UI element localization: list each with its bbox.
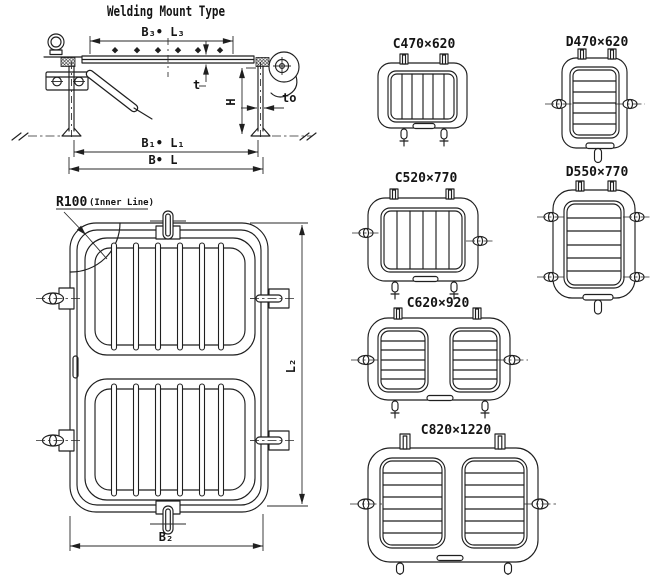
bottom-clamp <box>390 400 490 419</box>
hinge-tab <box>575 180 617 192</box>
dim-label: H <box>224 98 238 105</box>
variant-door-c470x620: C470×620 <box>377 37 468 147</box>
variant-label: D470×620 <box>566 35 629 50</box>
hinge-bottom <box>150 500 186 535</box>
dimension-b2: B₂ <box>69 514 264 551</box>
handle <box>412 275 439 283</box>
dim-label: B• L <box>149 153 178 167</box>
variant-label: C470×620 <box>393 37 456 52</box>
side-clamp <box>350 498 556 510</box>
side-clamp-left-upper <box>36 287 82 310</box>
section-view: Welding Mount Type <box>11 4 317 174</box>
section-view-title: Welding Mount Type <box>107 4 225 20</box>
bottom-clamp <box>399 128 449 147</box>
side-clamp <box>352 227 495 247</box>
variant-door-d550x770: D550×770 <box>537 165 652 315</box>
handle <box>436 554 464 562</box>
bolt-markers <box>111 47 224 54</box>
corner-radius-callout: R100 (Inner Line) <box>56 195 154 260</box>
baseline <box>11 132 317 141</box>
variant-door-c820x1220: C820×1220 <box>350 423 556 575</box>
handle <box>426 394 454 402</box>
variant-door-c620x920: C620×920 <box>351 296 528 419</box>
dim-label: B₃• L₃ <box>141 25 184 39</box>
hinge-tab <box>389 188 455 200</box>
grille-panel-bottom <box>84 378 256 501</box>
door-inner-edge <box>76 229 262 506</box>
bottom-handle <box>585 142 615 164</box>
coaming-wall-right <box>250 62 271 139</box>
hinge-assembly <box>268 51 300 98</box>
side-clamp <box>545 98 645 110</box>
lifting-eye <box>43 33 83 58</box>
hinge-top <box>150 210 186 240</box>
dimension-to: to <box>241 91 296 111</box>
variant-label: C820×1220 <box>421 423 492 438</box>
variant-door-c520x770: C520×770 <box>352 171 495 300</box>
dimension-t: t <box>193 41 209 92</box>
dimension-b3l3: B₃• L₃ <box>89 25 234 54</box>
bottom-handle <box>582 293 614 315</box>
radius-label: R100 <box>56 195 87 210</box>
dim-label: t <box>193 78 200 92</box>
dimension-l2: L₂ <box>250 222 308 507</box>
dimension-h: H <box>224 67 256 134</box>
dimension-b1l1: B₁• L₁ <box>73 136 259 157</box>
bottom-clamp <box>390 281 459 300</box>
side-clamp <box>537 211 652 283</box>
variant-label: C520×770 <box>395 171 458 186</box>
gasket-left <box>60 57 76 67</box>
variant-label: D550×770 <box>566 165 629 180</box>
hinge-tab <box>399 433 506 450</box>
dim-label: to <box>282 91 296 105</box>
door-outer-edge <box>69 222 269 513</box>
corner-radius-arc <box>69 222 121 273</box>
cover-plate <box>81 38 255 77</box>
dim-label: L₂ <box>284 359 298 373</box>
handle <box>412 122 436 130</box>
hinge-tab <box>393 307 482 320</box>
hinge-tab <box>399 53 449 65</box>
bottom-clamp <box>395 562 513 575</box>
variant-door-d470x620: D470×620 <box>545 35 645 164</box>
hinge-tab <box>577 48 617 60</box>
side-clamp <box>351 354 528 366</box>
gasket-right <box>255 57 270 67</box>
dim-label: B₁• L₁ <box>141 136 184 150</box>
side-clamp-left-lower <box>36 429 82 452</box>
side-clamp-right-lower <box>250 430 297 451</box>
dimension-bl: B• L <box>68 153 264 174</box>
radius-note: (Inner Line) <box>89 197 154 208</box>
dim-label: B₂ <box>159 530 173 544</box>
variant-label: C620×920 <box>407 296 470 311</box>
dog-bracket-left <box>45 71 89 91</box>
coaming-wall-left <box>61 62 82 139</box>
locking-handle <box>85 69 153 120</box>
edge-slot <box>72 355 79 379</box>
grille-panel-top <box>84 237 256 356</box>
side-clamp-right-upper <box>250 288 297 309</box>
front-view: R100 (Inner Line) <box>36 195 308 551</box>
